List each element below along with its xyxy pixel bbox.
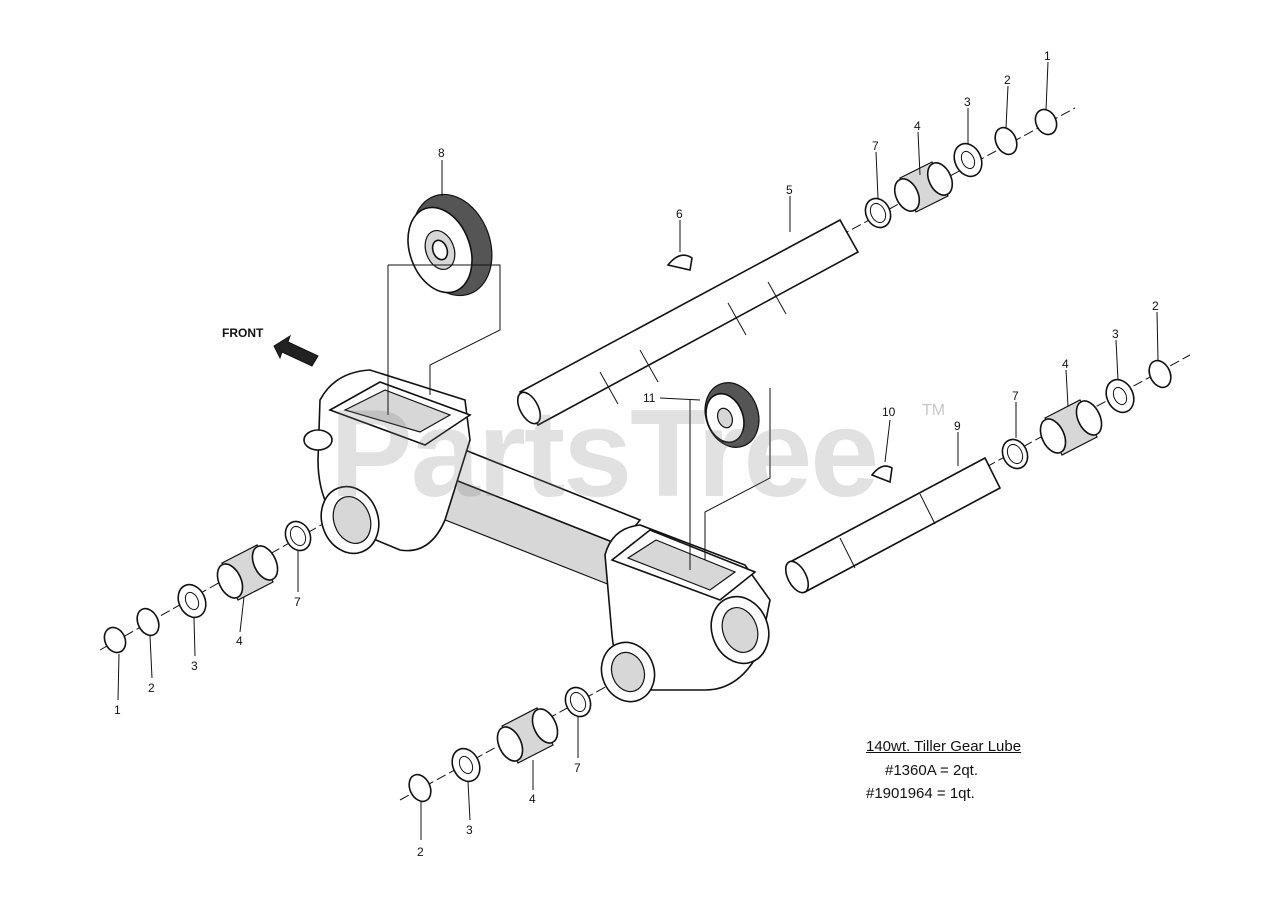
clip-part-2-bottom <box>408 773 432 803</box>
callout-4-bottom: 4 <box>529 792 536 806</box>
callout-3-left: 3 <box>191 659 198 673</box>
ring-part-1-upper <box>1034 108 1058 136</box>
callout-7-upper: 7 <box>872 139 879 153</box>
callout-11: 11 <box>643 391 656 405</box>
bushing-part-4-lower-right <box>1039 399 1103 456</box>
callout-3-bottom: 3 <box>466 823 473 837</box>
bushing-part-4-bottom <box>496 707 559 764</box>
clip-part-2-upper <box>994 126 1018 156</box>
front-arrow-icon <box>273 334 319 367</box>
callout-1-left: 1 <box>114 703 121 717</box>
callout-2-left: 2 <box>148 681 155 695</box>
callout-2-bottom: 2 <box>417 845 424 859</box>
washer-part-7-lower-right <box>1001 438 1029 470</box>
callout-1-upper: 1 <box>1044 49 1051 63</box>
callout-6: 6 <box>676 207 683 221</box>
ring-part-1-left <box>103 626 127 654</box>
front-label: FRONT <box>222 326 264 340</box>
callout-8: 8 <box>438 146 445 160</box>
washer-part-7-left <box>284 520 312 552</box>
bushing-part-4-upper <box>893 161 954 213</box>
key-part-10 <box>870 465 893 484</box>
washer-part-7-upper <box>864 197 892 229</box>
callout-3-lower-right: 3 <box>1112 327 1119 341</box>
callout-7-bottom: 7 <box>574 761 581 775</box>
callout-7-lower-right: 7 <box>1012 389 1019 403</box>
bushing-part-4-left <box>216 544 279 601</box>
callout-7-left: 7 <box>294 595 301 609</box>
shaft-part-5 <box>516 218 860 427</box>
callout-4-left: 4 <box>236 634 243 648</box>
shaft-part-9 <box>784 456 1002 594</box>
callout-4-lower-right: 4 <box>1062 357 1069 371</box>
clip-part-2-lower-right <box>1148 359 1172 389</box>
callout-3-upper: 3 <box>964 95 971 109</box>
clip-part-2-left <box>136 607 160 637</box>
washer-part-7-bottom <box>564 686 592 718</box>
washer-part-3-bottom <box>451 747 481 783</box>
callout-9: 9 <box>954 419 961 433</box>
callout-5: 5 <box>786 183 793 197</box>
washer-part-3-left <box>177 583 207 619</box>
transmission-housing <box>303 369 771 703</box>
lube-note-title: 140wt. Tiller Gear Lube <box>866 738 1022 755</box>
gear-part-11 <box>704 382 760 448</box>
callout-2-lower-right: 2 <box>1152 299 1159 313</box>
callout-4-upper: 4 <box>914 119 921 133</box>
lube-note-line-1: #1360A = 2qt. <box>885 762 979 779</box>
washer-part-3-lower-right <box>1105 378 1135 414</box>
key-part-6 <box>666 254 693 271</box>
lube-note-line-2: #1901964 = 1qt. <box>866 785 975 802</box>
washer-part-3-upper <box>953 142 983 178</box>
callout-10: 10 <box>882 405 896 419</box>
gear-part-8 <box>407 193 493 297</box>
callout-2-upper: 2 <box>1004 73 1011 87</box>
watermark-trademark: TM <box>922 402 946 419</box>
